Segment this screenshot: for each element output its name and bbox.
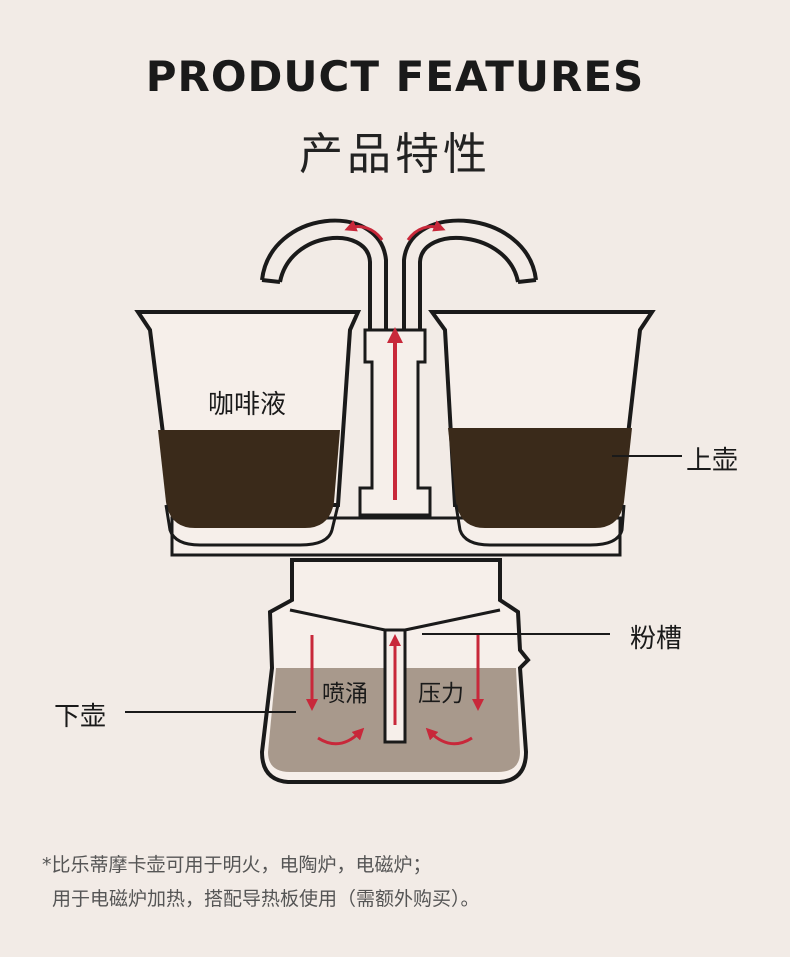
swirl-arrow-left	[317, 727, 365, 746]
right-cup	[428, 310, 656, 547]
title-english: PRODUCT FEATURES	[145, 52, 645, 101]
coffee-liquid-label: 咖啡液	[208, 390, 287, 420]
spout-arrow-left	[344, 220, 384, 241]
lower-pot-label: 下壶	[54, 702, 107, 732]
title-chinese: 产品特性	[299, 129, 491, 180]
left-coffee	[158, 430, 340, 528]
spout-arrow-right	[406, 220, 446, 241]
powder-slot-label: 粉槽	[630, 624, 683, 654]
spout-tubes	[260, 218, 538, 330]
upper-pot-label: 上壶	[686, 446, 739, 476]
note-line-2: 用于电磁炉加热，搭配导热板使用（需额外购买）。	[52, 888, 480, 910]
right-coffee	[448, 428, 632, 528]
spray-label: 喷涌	[322, 681, 368, 707]
note-line-1: *比乐蒂摩卡壶可用于明火，电陶炉，电磁炉；	[42, 854, 432, 876]
left-cup	[134, 310, 362, 547]
swirl-arrow-right	[425, 727, 473, 746]
pressure-label: 压力	[418, 681, 464, 707]
